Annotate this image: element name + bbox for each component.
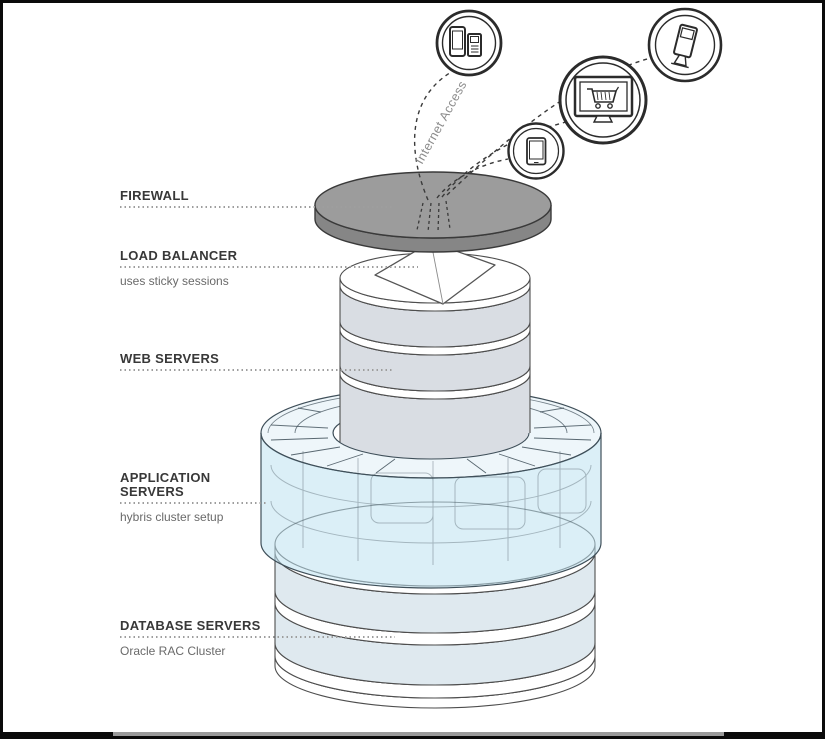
database-servers-leader-line <box>120 636 395 638</box>
label-database-servers: DATABASE SERVERS Oracle RAC Cluster <box>120 619 395 658</box>
firewall-leader-line <box>120 206 393 208</box>
label-load-balancer: LOAD BALANCER uses sticky sessions <box>120 249 418 288</box>
cart-glyph <box>587 86 620 109</box>
web-servers-leader-line <box>120 369 393 371</box>
tablet-icon <box>507 122 565 180</box>
database-servers-title: DATABASE SERVERS <box>120 618 261 633</box>
application-servers-cylinder <box>260 432 602 589</box>
load-balancer-subtitle: uses sticky sessions <box>120 274 229 288</box>
curve-to-tablet <box>436 158 509 199</box>
database-servers-subtitle: Oracle RAC Cluster <box>120 644 226 658</box>
label-firewall: FIREWALL <box>120 189 393 214</box>
application-servers-leader-line <box>120 502 266 504</box>
label-application-servers: APPLICATION SERVERS hybris cluster setup <box>120 471 266 524</box>
web-servers-title: WEB SERVERS <box>120 351 220 366</box>
kiosk-terminal-icon <box>647 7 723 83</box>
application-servers-subtitle: hybris cluster setup <box>120 510 224 524</box>
application-servers-title: APPLICATION SERVERS <box>120 470 211 499</box>
firewall-title: FIREWALL <box>120 188 189 203</box>
load-balancer-title: LOAD BALANCER <box>120 248 238 263</box>
label-web-servers: WEB SERVERS <box>120 352 393 377</box>
shopping-cart-monitor-icon <box>558 55 648 145</box>
smartphones-icon <box>435 9 503 77</box>
bottom-border-segment <box>113 732 724 736</box>
internet-access-label: Internet Access <box>412 78 469 166</box>
firewall-disk <box>314 171 552 253</box>
load-balancer-leader-line <box>120 266 418 268</box>
architecture-diagram: Internet Access <box>260 7 723 709</box>
curve-to-smartphones <box>413 70 454 201</box>
curve-spray-on-disk <box>416 200 451 233</box>
